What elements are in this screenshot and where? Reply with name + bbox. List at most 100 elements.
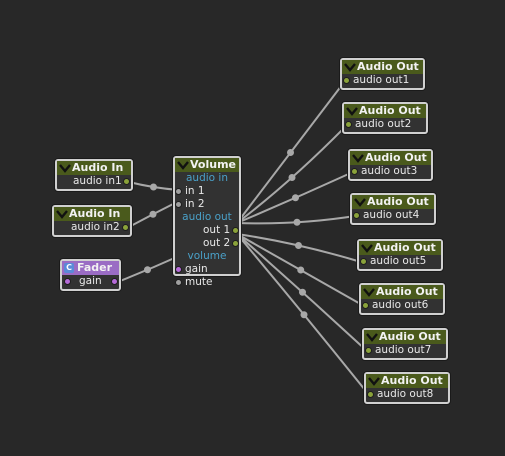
chevron-down-icon[interactable] <box>59 163 71 173</box>
control-row: gain <box>175 263 239 276</box>
node-header[interactable]: Audio In <box>54 207 130 221</box>
node-header[interactable]: Audio Out <box>350 151 431 165</box>
audio-out-node-4[interactable]: Audio Out audio out4 <box>350 193 436 225</box>
chevron-down-icon[interactable] <box>344 62 356 72</box>
wire-handle-9[interactable] <box>297 266 305 274</box>
wire-handle-7[interactable] <box>293 218 301 226</box>
node-title: Audio Out <box>374 241 436 254</box>
mute-port[interactable] <box>175 279 182 286</box>
node-header[interactable]: C Fader <box>62 261 119 275</box>
chevron-down-icon[interactable] <box>177 160 189 170</box>
input-port[interactable] <box>345 121 352 128</box>
wire-2[interactable] <box>126 200 180 229</box>
section-label-audio-out: audio out <box>182 211 232 223</box>
fader-node[interactable]: C Fader gain <box>60 259 121 291</box>
node-header[interactable]: Audio Out <box>359 241 441 255</box>
input-port[interactable] <box>343 77 350 84</box>
port-row: audio out6 <box>361 299 443 312</box>
audio-out-node-5[interactable]: Audio Out audio out5 <box>357 239 443 271</box>
wire-handle-4[interactable] <box>287 149 294 156</box>
wire-5[interactable] <box>236 124 348 224</box>
chevron-down-icon[interactable] <box>361 243 373 253</box>
chevron-down-icon[interactable] <box>354 197 366 207</box>
node-header[interactable]: Audio Out <box>361 285 443 299</box>
wire-1[interactable] <box>128 181 180 191</box>
wire-handle-5[interactable] <box>288 174 296 181</box>
port-label: audio in2 <box>71 221 120 233</box>
port-row: audio out3 <box>350 165 431 178</box>
chevron-down-icon[interactable] <box>366 332 378 342</box>
port-row: audio out2 <box>344 118 426 131</box>
output-port[interactable] <box>111 278 118 285</box>
input-port[interactable] <box>353 212 360 219</box>
node-header[interactable]: Audio Out <box>342 60 423 74</box>
node-title: Volume <box>190 158 236 171</box>
chevron-down-icon[interactable] <box>56 209 68 219</box>
port-label: out 1 <box>203 224 231 236</box>
input-port-in-2[interactable] <box>175 201 182 208</box>
wire-handle-1[interactable] <box>150 183 157 191</box>
wire-8[interactable] <box>236 233 362 263</box>
wire-6[interactable] <box>236 171 354 224</box>
wire-10[interactable] <box>236 233 368 352</box>
input-port[interactable] <box>64 278 71 285</box>
audio-in-node-2[interactable]: Audio In audio in2 <box>52 205 132 237</box>
wire-handle-6[interactable] <box>292 194 299 202</box>
chevron-down-icon[interactable] <box>346 106 358 116</box>
audio-out-node-8[interactable]: Audio Out audio out8 <box>364 372 450 404</box>
output-port[interactable] <box>122 224 129 231</box>
wire-handle-8[interactable] <box>295 242 302 249</box>
port-row: audio out1 <box>342 74 423 87</box>
audio-out-node-2[interactable]: Audio Out audio out2 <box>342 102 428 134</box>
wire-handle-2[interactable] <box>149 210 157 218</box>
port-label: in 2 <box>185 198 205 210</box>
input-port[interactable] <box>367 391 374 398</box>
input-port[interactable] <box>351 168 358 175</box>
port-label: gain <box>185 263 208 275</box>
audio-out-node-3[interactable]: Audio Out audio out3 <box>348 149 433 181</box>
port-label: audio out8 <box>377 388 434 400</box>
chevron-down-icon[interactable] <box>363 287 375 297</box>
input-port[interactable] <box>365 347 372 354</box>
node-header[interactable]: Audio Out <box>344 104 426 118</box>
volume-node[interactable]: Volume audio in in 1 in 2 audio out out … <box>173 156 241 288</box>
node-title: Audio In <box>72 161 124 174</box>
port-label: audio in1 <box>73 175 122 187</box>
wire-11[interactable] <box>236 233 370 396</box>
control-badge: C <box>64 263 74 273</box>
input-port[interactable] <box>362 302 369 309</box>
input-port-in-1[interactable] <box>175 188 182 195</box>
port-label: audio out4 <box>363 209 420 221</box>
node-header[interactable]: Audio Out <box>352 195 434 209</box>
port-row: audio out8 <box>366 388 448 401</box>
node-header[interactable]: Volume <box>175 158 239 172</box>
wire-4[interactable] <box>236 80 346 224</box>
input-port[interactable] <box>360 258 367 265</box>
audio-in-node-1[interactable]: Audio In audio in1 <box>55 159 133 191</box>
audio-out-node-6[interactable]: Audio Out audio out6 <box>359 283 445 315</box>
gain-port[interactable] <box>175 266 182 273</box>
port-label: audio out6 <box>372 299 429 311</box>
audio-out-node-7[interactable]: Audio Out audio out7 <box>362 328 448 360</box>
output-port-out-1[interactable] <box>232 227 239 234</box>
node-header[interactable]: Audio Out <box>366 374 448 388</box>
wire-7[interactable] <box>236 215 356 225</box>
wire-9[interactable] <box>236 233 365 307</box>
output-port[interactable] <box>123 178 130 185</box>
wire-3[interactable] <box>114 255 180 284</box>
node-header[interactable]: Audio Out <box>364 330 446 344</box>
output-row: out 2 <box>175 237 239 250</box>
port-row: audio out4 <box>352 209 434 222</box>
wire-handle-11[interactable] <box>300 311 308 319</box>
node-header[interactable]: Audio In <box>57 161 131 175</box>
chevron-down-icon[interactable] <box>368 376 380 386</box>
port-label: audio out2 <box>355 118 412 130</box>
port-label: audio out3 <box>361 165 418 177</box>
chevron-down-icon[interactable] <box>352 153 364 163</box>
audio-out-node-1[interactable]: Audio Out audio out1 <box>340 58 425 90</box>
output-port-out-2[interactable] <box>232 240 239 247</box>
wire-handle-3[interactable] <box>144 266 151 274</box>
port-label: out 2 <box>203 237 231 249</box>
wire-handle-10[interactable] <box>299 288 306 296</box>
